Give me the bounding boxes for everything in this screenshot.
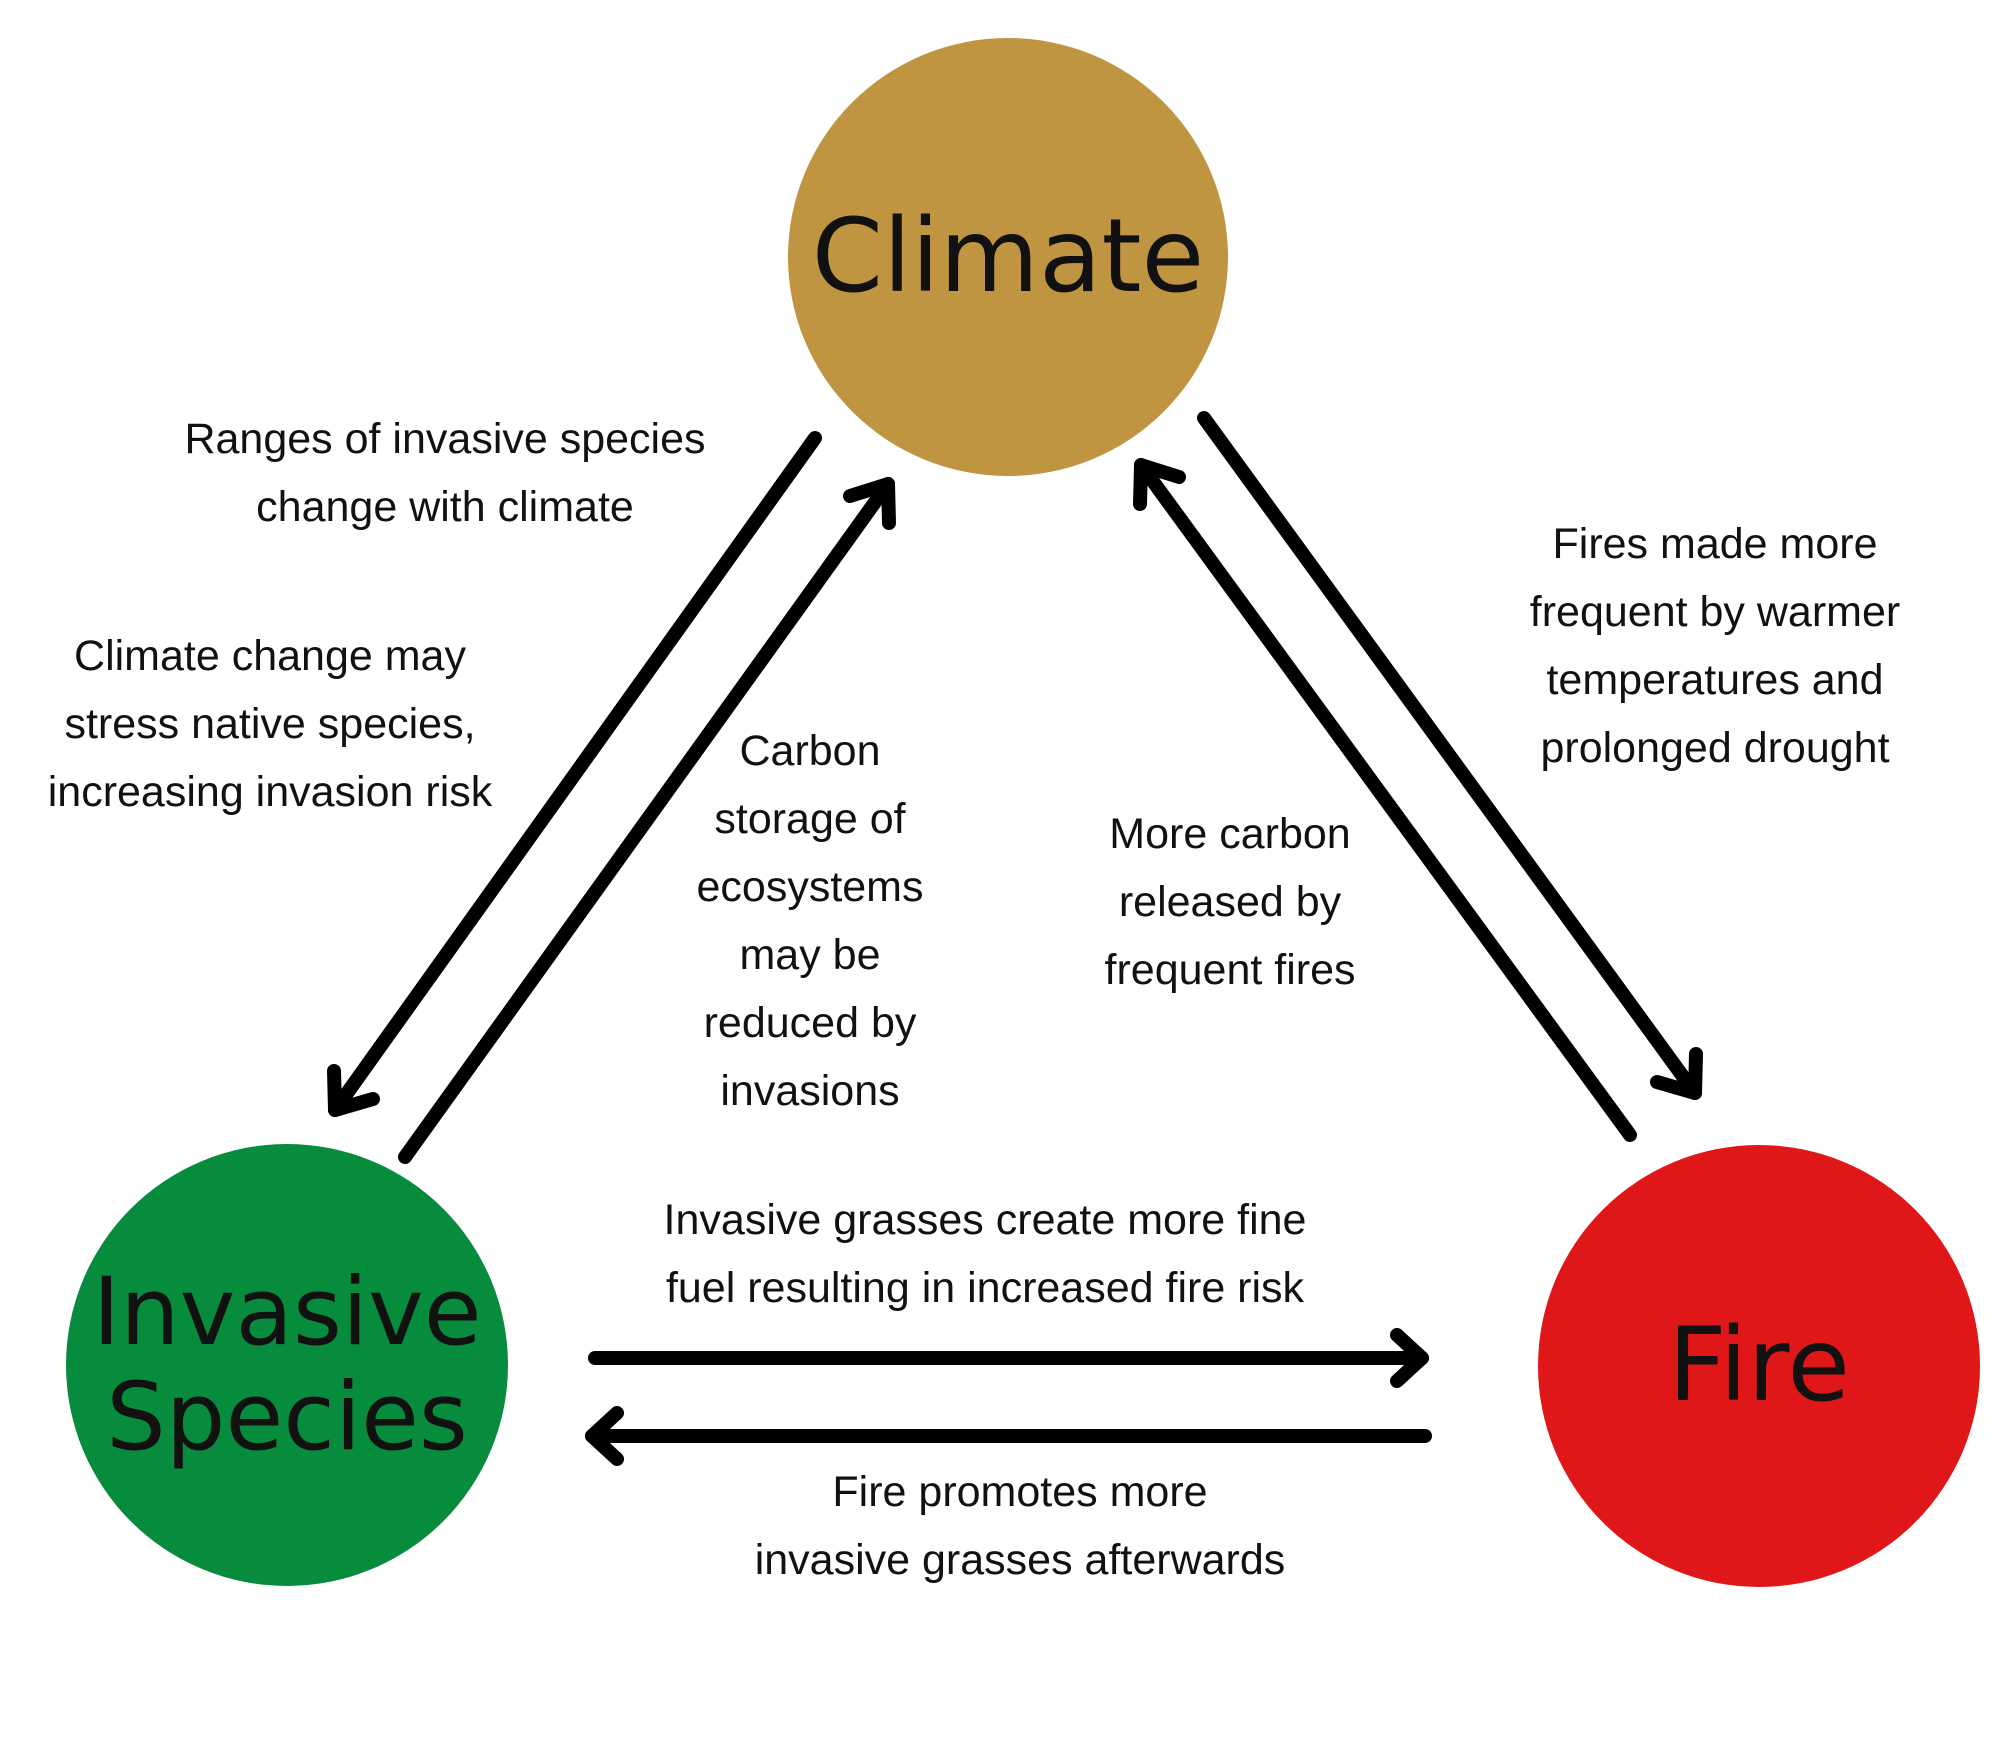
note-carbon-storage-reduced: Carbon storage of ecosystems may be redu… [660, 717, 960, 1125]
arrow-climate-to-fire [1197, 411, 1703, 1100]
note-line: released by [1118, 878, 1342, 926]
arrow-fire-to-climate [1133, 458, 1637, 1142]
fire-node: Fire [1538, 1145, 1980, 1587]
climate-node: Climate [788, 38, 1228, 476]
note-line: stress native species, [64, 700, 476, 748]
note-line: may be [739, 931, 881, 979]
fire-label: Fire [1667, 1305, 1851, 1425]
note-line: Climate change may [74, 632, 466, 680]
note-line: invasive grasses afterwards [754, 1536, 1286, 1584]
note-fire-promotes-grasses: Fire promotes more invasive grasses afte… [700, 1458, 1340, 1594]
species-label-line: Species [106, 1363, 468, 1472]
note-line: Fire promotes more [832, 1468, 1208, 1516]
arrow-invasive-to-fire [588, 1328, 1429, 1388]
note-line: More carbon [1109, 810, 1351, 858]
note-invasive-grasses-fuel: Invasive grasses create more fine fuel r… [600, 1186, 1370, 1322]
invasive-species-label: Invasive Species [92, 1257, 482, 1472]
climate-label: Climate [811, 196, 1205, 316]
arrow-invasive-to-climate [398, 477, 896, 1164]
invasive-species-node: Invasive Species [66, 1144, 508, 1586]
note-line: fuel resulting in increased fire risk [665, 1264, 1305, 1312]
note-line: Fires made more [1552, 520, 1878, 568]
invasive-label-line: Invasive [92, 1257, 482, 1367]
note-line: frequent by warmer [1529, 588, 1901, 636]
note-line: invasions [720, 1067, 900, 1115]
note-line: storage of [714, 795, 906, 843]
note-line: increasing invasion risk [47, 768, 493, 816]
note-line: temperatures and [1546, 656, 1884, 704]
note-line: Carbon [739, 727, 881, 775]
note-line: prolonged drought [1540, 724, 1890, 772]
note-fires-more-frequent: Fires made more frequent by warmer tempe… [1475, 510, 1955, 782]
note-line: change with climate [256, 483, 634, 531]
note-line: frequent fires [1104, 946, 1356, 994]
arrow-climate-to-invasive [327, 431, 822, 1117]
note-line: Ranges of invasive species [184, 415, 706, 463]
arrow-fire-to-invasive [585, 1406, 1432, 1466]
note-line: reduced by [703, 999, 917, 1047]
note-more-carbon-released: More carbon released by frequent fires [1060, 800, 1400, 1004]
note-line: Invasive grasses create more fine [663, 1196, 1307, 1244]
note-line: ecosystems [696, 863, 924, 911]
note-ranges-of-invasive-species: Ranges of invasive species change with c… [145, 405, 745, 541]
note-climate-stress-native-species: Climate change may stress native species… [10, 622, 530, 826]
